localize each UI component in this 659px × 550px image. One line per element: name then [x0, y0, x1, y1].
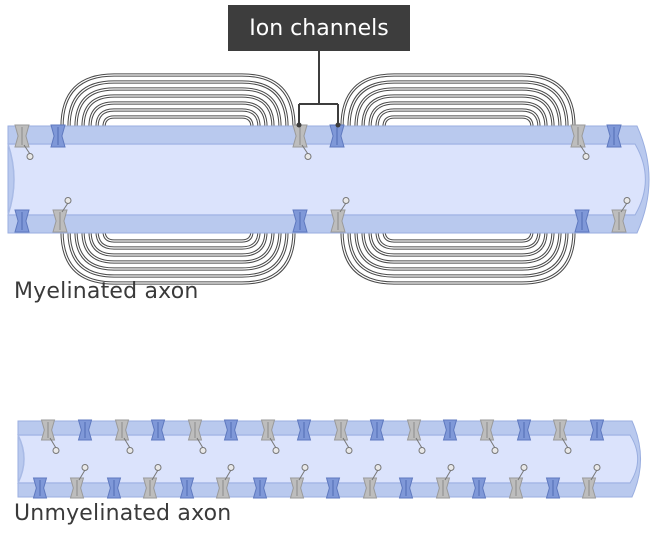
- myelin-gap: [355, 88, 561, 128]
- myelin-gap: [75, 230, 281, 270]
- ion-channel-blue-icon: [471, 477, 487, 499]
- myelin-gap: [376, 230, 540, 249]
- ion-channel-blue-icon: [50, 124, 66, 148]
- ion-channel-blue-icon: [296, 419, 312, 441]
- ion-channel-blue-icon: [516, 419, 532, 441]
- myelin-wrap: [88, 230, 268, 257]
- ion-channel-blue-icon: [574, 209, 590, 233]
- myelin-sheath-icon: [340, 73, 576, 128]
- ion-channel-blue-icon: [14, 209, 30, 233]
- ion-channel-grey-icon: [508, 464, 528, 499]
- myelin-gap: [96, 109, 260, 128]
- ion-channel-blue-icon: [398, 477, 414, 499]
- myelin-gap: [89, 230, 267, 256]
- myelin-gap: [376, 109, 540, 128]
- ion-channel-blue-icon: [325, 477, 341, 499]
- myelin-gap: [369, 230, 547, 256]
- myelin-gap: [61, 230, 295, 284]
- myelin-gap: [348, 230, 568, 277]
- ion-channel-grey-icon: [215, 464, 235, 499]
- myelin-gap: [103, 230, 253, 242]
- ion-channel-grey-icon: [292, 124, 312, 160]
- ion-channel-grey-icon: [479, 419, 499, 454]
- ion-channel-blue-icon: [369, 419, 385, 441]
- myelin-gap: [362, 230, 554, 263]
- ion-channel-blue-icon: [589, 419, 605, 441]
- myelinated-axon-caption: Myelinated axon: [14, 279, 199, 304]
- myelin-gap: [82, 230, 274, 263]
- myelin-sheath-icon: [340, 230, 576, 285]
- ion-channel-blue-icon: [32, 477, 48, 499]
- myelin-gap: [355, 230, 561, 270]
- ion-channel-grey-icon: [435, 464, 455, 499]
- ion-channel-blue-icon: [106, 477, 122, 499]
- myelin-gap: [96, 230, 260, 249]
- myelin-wrap: [368, 230, 548, 257]
- axon-lumen: [7, 143, 646, 216]
- ion-channel-grey-icon: [187, 419, 207, 454]
- ion-channel-grey-icon: [114, 419, 134, 454]
- ion-channel-blue-icon: [223, 419, 239, 441]
- ion-channel-grey-icon: [69, 464, 89, 499]
- ion-channel-blue-icon: [77, 419, 93, 441]
- myelin-gap: [82, 95, 274, 128]
- ion-channels-pointer: [296, 51, 341, 128]
- ion-channel-blue-icon: [329, 124, 345, 148]
- myelin-gap: [383, 230, 533, 242]
- ion-channel-grey-icon: [552, 419, 572, 454]
- ion-channel-grey-icon: [570, 124, 590, 160]
- myelin-gap: [362, 95, 554, 128]
- ion-channel-grey-icon: [289, 464, 309, 499]
- ion-channel-blue-icon: [292, 209, 308, 233]
- myelin-gap: [369, 102, 547, 128]
- myelin-gap: [341, 230, 575, 284]
- ion-channel-grey-icon: [581, 464, 601, 499]
- ion-channel-blue-icon: [150, 419, 166, 441]
- myelinated-axon: [7, 125, 650, 234]
- myelin-gap: [383, 116, 533, 128]
- myelin-gap: [341, 74, 575, 128]
- axon-lumen: [17, 434, 639, 484]
- myelin-gap: [103, 116, 253, 128]
- myelin-wrap: [368, 101, 548, 128]
- myelin-wrap: [88, 101, 268, 128]
- myelin-gap: [75, 88, 281, 128]
- ion-channel-grey-icon: [142, 464, 162, 499]
- ion-channel-blue-icon: [252, 477, 268, 499]
- axon-opening: [7, 143, 15, 216]
- ion-channel-blue-icon: [179, 477, 195, 499]
- ion-channel-grey-icon: [52, 197, 72, 233]
- myelin-sheath-icon: [60, 230, 296, 285]
- ion-channel-blue-icon: [442, 419, 458, 441]
- myelin-gap: [89, 102, 267, 128]
- ion-channel-grey-icon: [333, 419, 353, 454]
- myelin-gap: [61, 74, 295, 128]
- ion-channel-grey-icon: [260, 419, 280, 454]
- ion-channel-grey-icon: [362, 464, 382, 499]
- myelin-gap: [68, 81, 288, 128]
- ion-channel-grey-icon: [40, 419, 60, 454]
- ion-channel-grey-icon: [611, 197, 631, 233]
- ion-channel-grey-icon: [406, 419, 426, 454]
- myelin-gap: [68, 230, 288, 277]
- ion-channel-grey-icon: [330, 197, 350, 233]
- myelin-sheath-icon: [60, 73, 296, 128]
- ion-channel-blue-icon: [545, 477, 561, 499]
- myelin-gap: [348, 81, 568, 128]
- ion-channel-blue-icon: [606, 124, 622, 148]
- ion-channel-grey-icon: [14, 124, 34, 160]
- ion-channels-label: Ion channels: [228, 5, 410, 51]
- axon-opening: [17, 434, 25, 484]
- unmyelinated-axon-caption: Unmyelinated axon: [14, 501, 232, 526]
